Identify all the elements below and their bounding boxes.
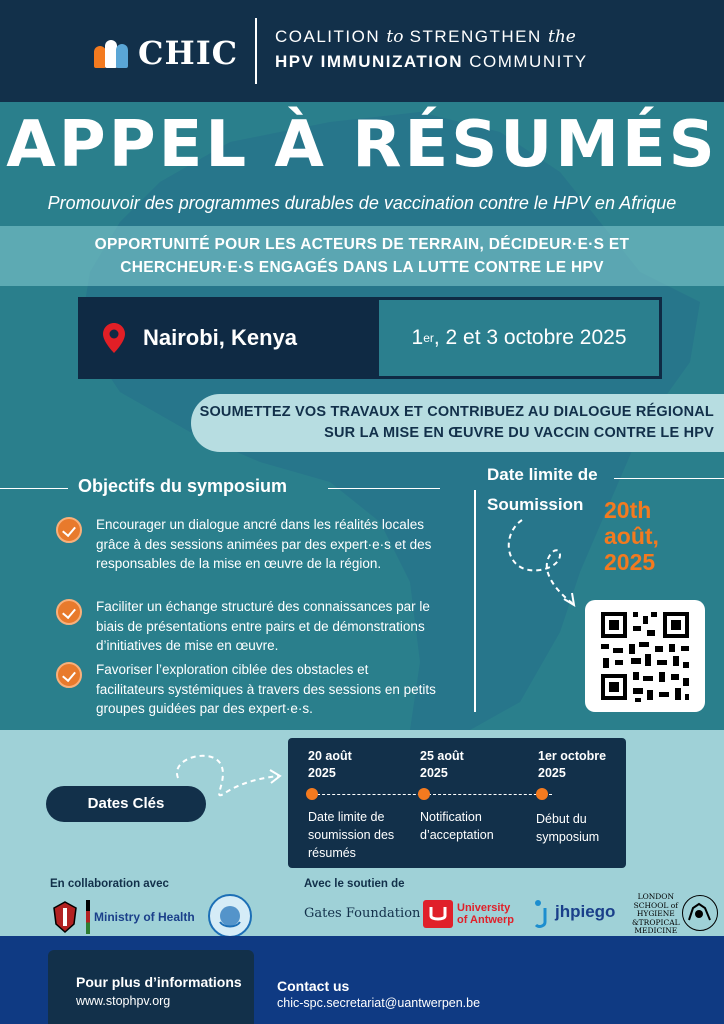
people-icon xyxy=(94,38,130,68)
objectives-line-right xyxy=(328,488,440,489)
check-icon xyxy=(56,662,82,688)
objectives-line-left xyxy=(0,488,68,489)
timeline-dot xyxy=(418,788,430,800)
uantwerp-logo-icon xyxy=(423,900,453,928)
check-icon xyxy=(56,517,82,543)
logo-text: CHIC xyxy=(138,34,239,72)
coalition-line-2: HPV IMMUNIZATION COMMUNITY xyxy=(275,52,588,71)
objective-item: Favoriser l’exploration ciblée des obsta… xyxy=(56,660,436,719)
timeline-desc: Début du symposium xyxy=(536,812,600,844)
coalition-line-1: COALITION to STRENGTHEN the xyxy=(275,27,576,47)
location: Nairobi, Kenya xyxy=(81,300,377,376)
header-divider xyxy=(255,18,257,84)
timeline-dot xyxy=(306,788,318,800)
jhpiego-logo-icon xyxy=(533,898,551,930)
vaccinate-to-protect-logo xyxy=(208,894,252,938)
support-label: Avec le soutien de xyxy=(304,878,405,890)
kenya-flag-bar xyxy=(86,900,90,934)
ministry-of-health-logo: Ministry of Health xyxy=(94,910,195,924)
info-box xyxy=(48,950,254,1024)
objective-item: Faciliter un échange structuré des conna… xyxy=(56,597,436,656)
lshtm-crest-icon xyxy=(682,895,718,931)
info-label: Pour plus d’informations xyxy=(76,974,242,990)
timeline-dot xyxy=(536,788,548,800)
deadline-line xyxy=(614,478,724,479)
qr-code-icon xyxy=(601,612,689,702)
timeline-desc: Notification d’acceptation xyxy=(420,810,494,842)
timeline-date: 25 août 2025 xyxy=(420,749,464,780)
gates-foundation-logo: Gates Foundation xyxy=(304,906,421,921)
kenya-coat-of-arms-icon xyxy=(50,900,80,939)
objectives-title: Objectifs du symposium xyxy=(78,476,288,496)
timeline-date: 1er octobre 2025 xyxy=(538,749,607,780)
deadline-label: Date limite de Soumission xyxy=(487,465,598,514)
timeline-desc: Date limite de soumission des résumés xyxy=(308,810,395,860)
objective-item: Encourager un dialogue ancré dans les ré… xyxy=(56,515,436,574)
dashed-arrow-icon xyxy=(176,754,282,797)
subtitle: Promouvoir des programmes durables de va… xyxy=(47,193,677,213)
contact-label: Contact us xyxy=(277,978,350,994)
contact-email-link[interactable]: chic-spc.secretariat@uantwerpen.be xyxy=(277,996,481,1010)
page-title: APPEL À RÉSUMÉS xyxy=(6,108,718,182)
check-icon xyxy=(56,599,82,625)
collab-label: En collaboration avec xyxy=(50,878,169,890)
opportunity-band: OPPORTUNITÉ POUR LES ACTEURS DE TERRAIN,… xyxy=(0,226,724,286)
timeline: 20 août 2025 Date limite de soumission d… xyxy=(288,738,626,868)
location-pin-icon xyxy=(103,323,125,353)
chic-logo: CHIC xyxy=(94,34,238,72)
vaccine-hands-icon xyxy=(219,906,241,928)
info-url-link[interactable]: www.stophpv.org xyxy=(76,994,171,1008)
lshtm-logo-text: LONDON SCHOOL of HYGIENE &TROPICAL MEDIC… xyxy=(632,892,680,935)
timeline-date: 20 août 2025 xyxy=(308,749,352,780)
submit-banner: SOUMETTEZ VOS TRAVAUX ET CONTRIBUEZ AU D… xyxy=(191,394,724,452)
uantwerp-logo-text: University of Antwerp xyxy=(457,902,515,926)
qr-code[interactable] xyxy=(585,600,705,712)
dashed-arrow-icon xyxy=(507,519,576,607)
timeline-dashed-line xyxy=(312,794,552,795)
deadline-date: 20th août, 2025 xyxy=(604,497,659,575)
deadline-divider xyxy=(474,490,476,712)
jhpiego-logo-text: jhpiego xyxy=(555,902,616,921)
key-dates-label: Dates Clés xyxy=(46,786,206,822)
header: CHIC COALITION to STRENGTHEN the HPV IMM… xyxy=(0,0,724,102)
location-city: Nairobi, Kenya xyxy=(143,325,298,350)
